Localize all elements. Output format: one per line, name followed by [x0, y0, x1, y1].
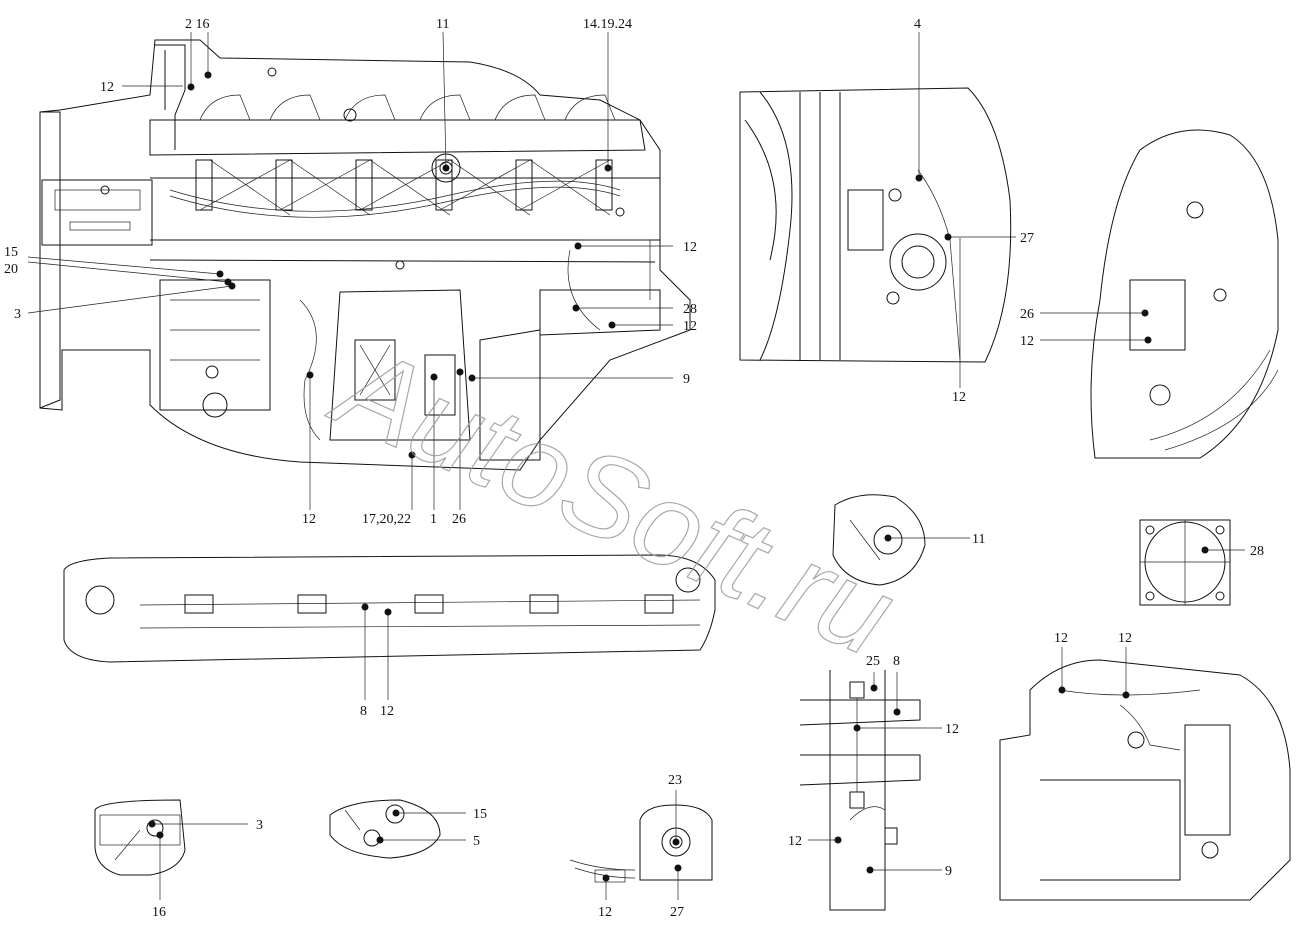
label-9: 9	[683, 372, 690, 387]
detail-11-view	[832, 494, 970, 586]
label-12-right-b: 12	[683, 319, 697, 334]
flywheel-detail-view	[1040, 129, 1279, 459]
label-bracket-25: 25	[866, 654, 880, 669]
label-starter-12b: 12	[1118, 631, 1132, 646]
label-11: 11	[436, 17, 449, 32]
mount-23-27-view	[569, 790, 713, 900]
starter-detail-view	[999, 647, 1291, 901]
label-rail-8: 8	[360, 704, 367, 719]
label-2-16: 2 16	[185, 17, 210, 32]
label-12-top: 12	[100, 80, 114, 95]
label-12-bottom: 12	[302, 512, 316, 527]
label-flywheel-12: 12	[1020, 334, 1034, 349]
label-mount-23: 23	[668, 773, 682, 788]
detail-3-16-view	[94, 799, 248, 900]
label-fan-27: 27	[1020, 231, 1034, 246]
label-14-19-24: 14.19.24	[583, 17, 632, 32]
label-mount-12: 12	[598, 905, 612, 920]
label-bracket-9: 9	[945, 864, 952, 879]
label-mount-27: 27	[670, 905, 684, 920]
label-1: 1	[430, 512, 437, 527]
label-small-16: 16	[152, 905, 166, 920]
callout-labels: 2 16 11 14.19.24 12 15 20 3 12 28 12 9 1…	[4, 17, 1264, 920]
main-callout-dots	[187, 71, 616, 459]
main-callout-leaders	[27, 31, 673, 510]
injectors	[195, 159, 613, 211]
label-3: 3	[14, 307, 21, 322]
engine-side-view	[27, 31, 691, 510]
label-15: 15	[4, 245, 18, 260]
watermark: AutoSoft.ru	[314, 319, 912, 682]
label-bracket-8: 8	[893, 654, 900, 669]
label-clamp-5: 5	[473, 834, 480, 849]
label-26: 26	[452, 512, 466, 527]
plate-28-view	[1139, 519, 1245, 606]
label-flywheel-26: 26	[1020, 307, 1034, 322]
fan-detail-view	[739, 32, 1016, 388]
label-bracket-12b: 12	[788, 834, 802, 849]
bracket-detail-view	[799, 670, 942, 911]
label-clamp-15: 15	[473, 807, 487, 822]
label-fan-4: 4	[914, 17, 921, 32]
label-rail-12: 12	[380, 704, 394, 719]
label-plate-28: 28	[1250, 544, 1264, 559]
fuel-rail-view	[63, 554, 716, 700]
label-starter-12a: 12	[1054, 631, 1068, 646]
label-28: 28	[683, 302, 697, 317]
label-20: 20	[4, 262, 18, 277]
intake-ports	[199, 94, 616, 121]
label-detail-11: 11	[972, 532, 985, 547]
label-17-20-22: 17,20,22	[362, 512, 411, 527]
label-small-3: 3	[256, 818, 263, 833]
label-fan-12: 12	[952, 390, 966, 405]
label-12-right-a: 12	[683, 240, 697, 255]
label-bracket-12a: 12	[945, 722, 959, 737]
clamp-15-5-view	[329, 799, 466, 859]
